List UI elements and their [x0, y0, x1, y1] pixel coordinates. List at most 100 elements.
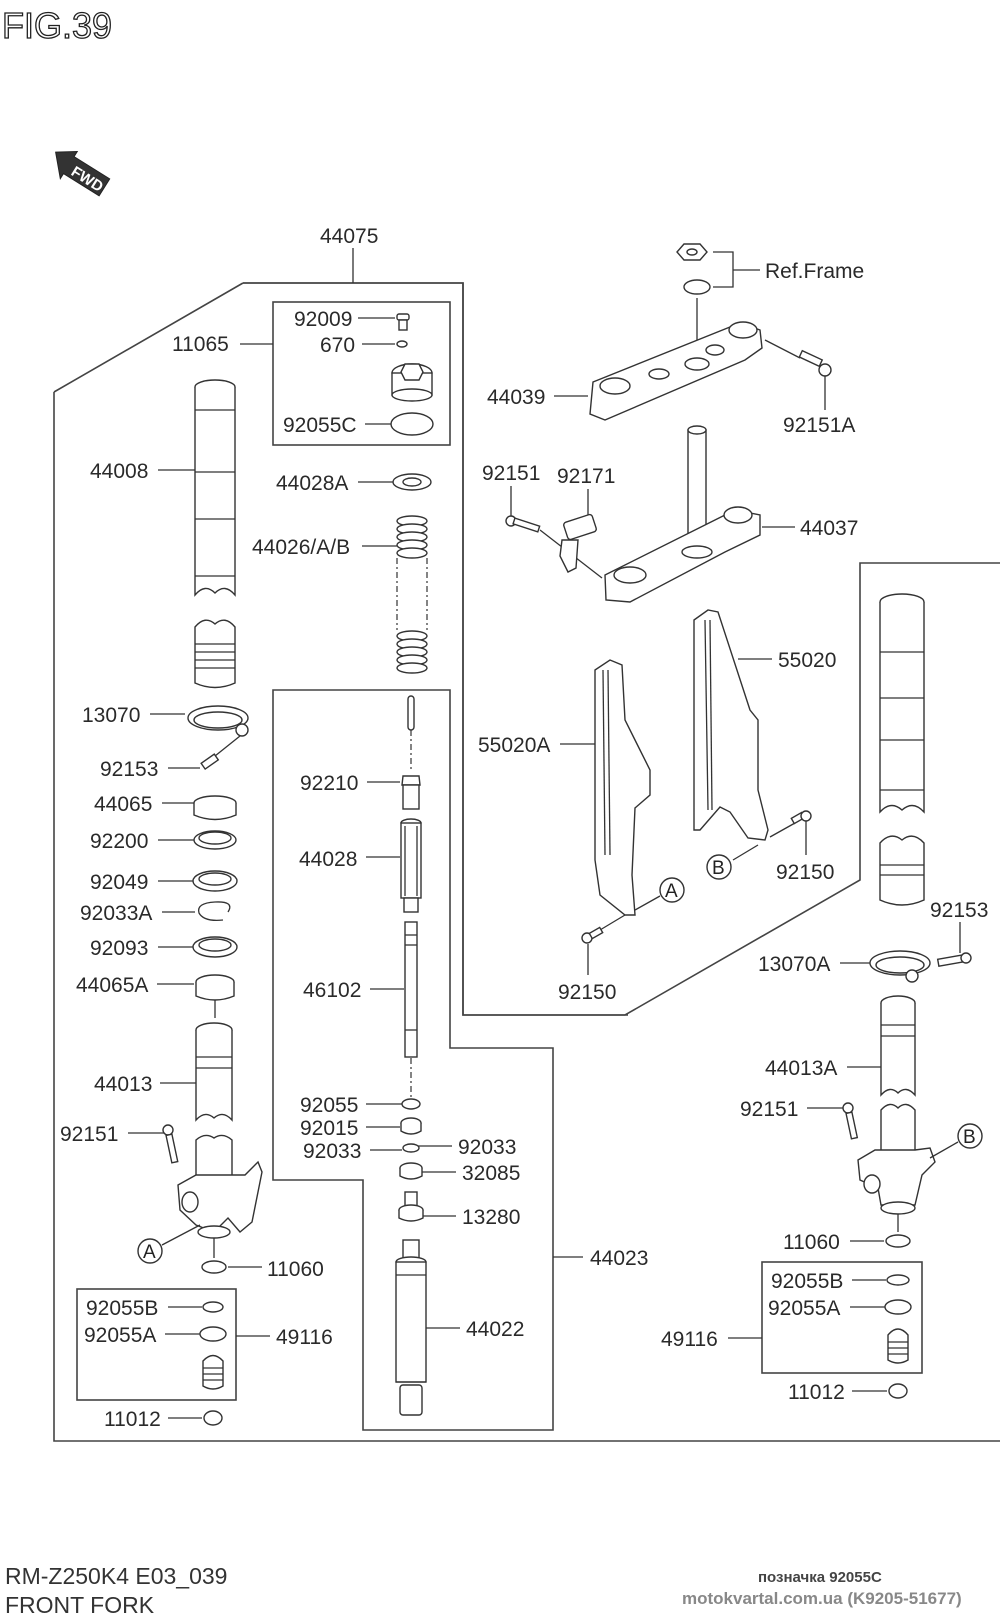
reference-mark-b-guard-label: B	[712, 858, 725, 879]
bolt-92151-left	[162, 1124, 179, 1164]
piston-rod-46102	[404, 921, 418, 1100]
hose-guide-92171	[559, 513, 597, 573]
callout-92151-right[interactable]: 92151	[740, 1098, 798, 1121]
reference-mark-a-left	[137, 1238, 163, 1264]
oring-92055	[401, 1098, 421, 1110]
callout-92015[interactable]: 92015	[300, 1117, 358, 1140]
reference-mark-b-right	[957, 1123, 983, 1149]
spring-guide-44028	[400, 818, 422, 913]
callout-44028A[interactable]: 44028A	[276, 472, 348, 495]
callout-92151-left[interactable]: 92151	[60, 1123, 118, 1146]
bolt-92009	[396, 313, 410, 331]
callout-92055A-left[interactable]: 92055A	[84, 1324, 156, 1347]
dust-seal-inner	[198, 938, 232, 952]
callout-49116-left[interactable]: 49116	[276, 1326, 333, 1349]
reference-mark-b-right-label: B	[963, 1127, 976, 1148]
leader-ref-A-left	[161, 1224, 201, 1246]
assembly-box-49116-right	[761, 1261, 923, 1374]
callout-44028[interactable]: 44028	[299, 848, 357, 871]
callout-32085[interactable]: 32085	[462, 1162, 520, 1185]
oring-92055A-right	[884, 1299, 912, 1315]
callout-92151-mid[interactable]: 92151	[482, 462, 540, 485]
callout-11012-left[interactable]: 11012	[104, 1408, 161, 1431]
callout-11065[interactable]: 11065	[172, 333, 229, 356]
callout-44075[interactable]: 44075	[320, 225, 378, 248]
callout-92151A[interactable]: 92151A	[783, 414, 855, 437]
bushing-44065A	[195, 974, 235, 1018]
callout-92049[interactable]: 92049	[90, 871, 148, 894]
callout-44039[interactable]: 44039	[487, 386, 545, 409]
callout-44013[interactable]: 44013	[94, 1073, 152, 1096]
oring-92055B-right	[886, 1274, 910, 1286]
fork-guard-55020	[693, 609, 769, 841]
callout-11012-right[interactable]: 11012	[788, 1381, 845, 1404]
reference-mark-a-left-label: A	[143, 1242, 156, 1263]
callout-92210[interactable]: 92210	[300, 772, 358, 795]
bushing-44065	[193, 795, 237, 821]
assembly-frame-44075	[243, 282, 628, 1016]
forward-arrow-icon: FWD	[55, 151, 111, 197]
callout-92055[interactable]: 92055	[300, 1094, 358, 1117]
gasket-11060-right	[885, 1234, 911, 1248]
callout-92150-b[interactable]: 92150	[776, 861, 834, 884]
bolt-92151-right	[842, 1102, 859, 1140]
bushing-32085	[399, 1162, 423, 1180]
callout-44026[interactable]: 44026/A/B	[252, 536, 350, 559]
callout-92033A[interactable]: 92033A	[80, 902, 152, 925]
callout-92171[interactable]: 92171	[557, 465, 615, 488]
assembly-frame-44023	[272, 689, 554, 1431]
callout-13070[interactable]: 13070	[82, 704, 140, 727]
callout-92055B-right[interactable]: 92055B	[771, 1270, 843, 1293]
assembly-box-11065	[272, 301, 451, 446]
callout-44022[interactable]: 44022	[466, 1318, 524, 1341]
callout-55020[interactable]: 55020	[778, 649, 836, 672]
bolt-92150-b	[769, 810, 812, 838]
oring-92055B-left	[202, 1301, 224, 1313]
oring-670	[396, 340, 408, 348]
callout-11060-left[interactable]: 11060	[267, 1258, 324, 1281]
callout-11060-right[interactable]: 11060	[783, 1231, 840, 1254]
inner-tube-lower-section	[194, 619, 236, 689]
watermark-line1: позначка 92055C	[758, 1569, 882, 1586]
valve-49116-right	[887, 1328, 909, 1364]
callout-92009[interactable]: 92009	[294, 308, 352, 331]
callout-49116-right[interactable]: 49116	[661, 1328, 718, 1351]
callout-92033-left[interactable]: 92033	[303, 1140, 361, 1163]
callout-92055C[interactable]: 92055C	[283, 414, 357, 437]
callout-44008[interactable]: 44008	[90, 460, 148, 483]
lower-triple-clamp-44037	[604, 425, 761, 603]
callout-670[interactable]: 670	[320, 334, 355, 357]
bolt-92151A	[764, 339, 832, 377]
axle-holder-left	[177, 1134, 263, 1239]
callout-44037[interactable]: 44037	[800, 517, 858, 540]
callout-92153-right[interactable]: 92153	[930, 899, 988, 922]
callout-46102[interactable]: 46102	[303, 979, 361, 1002]
leader-ref-frame	[713, 251, 760, 288]
bolt-92153	[200, 735, 241, 771]
reference-mark-b-guard	[706, 854, 732, 880]
callout-92093[interactable]: 92093	[90, 937, 148, 960]
callout-44065[interactable]: 44065	[94, 793, 152, 816]
leader-ref-B-guard	[732, 844, 759, 861]
oring-92055C	[390, 412, 434, 436]
nut-92210	[401, 775, 421, 810]
figure-title: FIG.39	[2, 5, 112, 46]
callout-44013A[interactable]: 44013A	[765, 1057, 837, 1080]
spring-seat-hole	[402, 477, 422, 487]
callout-92055B-left[interactable]: 92055B	[86, 1297, 158, 1320]
callout-92153[interactable]: 92153	[100, 758, 158, 781]
callout-92150-a[interactable]: 92150	[558, 981, 616, 1004]
callout-92055A-right[interactable]: 92055A	[768, 1297, 840, 1320]
callout-92033-right[interactable]: 92033	[458, 1136, 516, 1159]
cap-13280	[398, 1191, 424, 1222]
callout-55020A[interactable]: 55020A	[478, 734, 550, 757]
axle-holder-right	[857, 1103, 936, 1215]
callout-13280[interactable]: 13280	[462, 1206, 520, 1229]
callout-44023[interactable]: 44023	[590, 1247, 648, 1270]
callout-13070A[interactable]: 13070A	[758, 953, 830, 976]
callout-92200[interactable]: 92200	[90, 830, 148, 853]
reference-mark-a-guard-label: A	[665, 881, 678, 902]
cylinder-44022	[395, 1239, 427, 1416]
callout-44065A[interactable]: 44065A	[76, 974, 148, 997]
